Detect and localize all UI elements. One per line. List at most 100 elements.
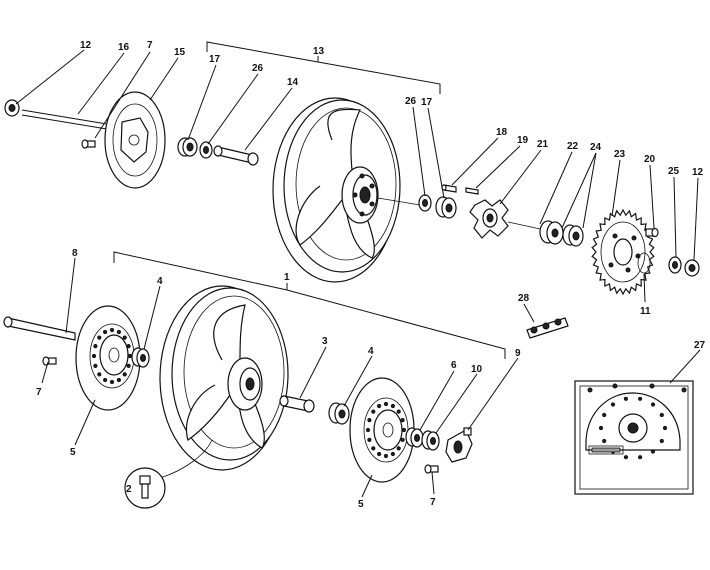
speedo-drive-9: [445, 427, 473, 463]
callout-23: 23: [614, 149, 626, 160]
callout-20: 20: [644, 154, 656, 165]
callout-10: 10: [471, 364, 483, 375]
vent-hole: [126, 363, 131, 368]
vent-hole: [650, 449, 656, 454]
callout-17-left: 17: [209, 54, 221, 65]
sprocket-icon: [591, 208, 655, 296]
callout-22: 22: [567, 141, 579, 152]
callout-9: 9: [515, 348, 521, 359]
vent-hole: [623, 396, 629, 401]
front-spacer-4-right: [328, 402, 350, 425]
callout-21: 21: [537, 139, 549, 150]
rear-bearing-17-right: [435, 196, 457, 219]
callout-7-top: 7: [147, 40, 153, 51]
callout-2: 2: [126, 484, 132, 495]
vent-hole: [116, 377, 122, 383]
cush-drive-hub: [469, 199, 546, 239]
sprocket-template-icon: [574, 380, 694, 495]
vent-hole: [401, 427, 407, 433]
vent-hole: [122, 372, 127, 377]
vent-hole: [377, 403, 382, 409]
vent-hole: [91, 353, 97, 359]
vent-hole: [93, 344, 98, 349]
rear-seal-26-right: [418, 194, 432, 212]
vent-hole: [390, 403, 395, 409]
pin-18: [441, 184, 457, 193]
rear-seal-26-left: [199, 141, 213, 159]
callout-8: 8: [72, 248, 78, 259]
disc-bolt-top: [81, 139, 96, 149]
vent-hole: [367, 437, 372, 442]
vent-hole: [109, 379, 115, 385]
front-axle: [3, 316, 76, 341]
front-wheel-icon: [159, 285, 289, 479]
bearing-6: [405, 427, 424, 448]
vent-hole: [623, 455, 629, 460]
callout-7-bottom: 7: [430, 497, 436, 508]
vent-hole: [103, 329, 108, 335]
callout-7-left: 7: [36, 387, 42, 398]
bearing-10: [421, 430, 440, 451]
callout-3: 3: [322, 336, 328, 347]
vent-hole: [638, 455, 643, 460]
vent-hole: [109, 327, 115, 333]
front-brake-disc-right-icon: [349, 377, 415, 483]
washer-25: [668, 256, 682, 274]
axle-nut-left: [4, 99, 20, 117]
callout-27: 27: [694, 340, 706, 351]
vent-hole: [126, 344, 131, 349]
vent-hole: [116, 329, 122, 335]
callout-12-right: 12: [692, 167, 704, 178]
callout-17-right: 17: [421, 97, 433, 108]
vent-hole: [650, 402, 656, 407]
rear-brake-disc-icon: [104, 91, 166, 189]
vent-hole: [659, 438, 664, 444]
rear-wheel-icon: [272, 97, 421, 283]
rear-spacer-tube: [213, 145, 259, 166]
callout-19: 19: [517, 135, 529, 146]
callout-4-left: 4: [157, 276, 163, 287]
vent-hole: [662, 425, 668, 431]
callout-11: 11: [640, 306, 651, 317]
vent-hole: [396, 446, 401, 451]
callout-14: 14: [287, 77, 299, 88]
vent-hole: [602, 438, 607, 444]
vent-hole: [97, 372, 102, 377]
vent-hole: [97, 335, 102, 340]
chain-link-icon: [526, 317, 569, 339]
callouts: 12 16 7 15 17 26 14 13 26 17 18 19 21 22…: [36, 40, 706, 510]
vent-hole: [638, 396, 643, 401]
callout-1: 1: [284, 272, 290, 283]
vent-hole: [383, 401, 389, 407]
callout-13: 13: [313, 46, 325, 57]
vent-hole: [371, 446, 376, 451]
callout-4-right: 4: [368, 346, 374, 357]
leader-lines: [15, 41, 701, 498]
front-spacer-4-left: [131, 347, 150, 368]
axle-nut-right: [684, 259, 700, 277]
vent-hole: [610, 402, 616, 407]
disc-bolt-left: [42, 356, 57, 366]
vent-hole: [390, 451, 395, 457]
callout-24: 24: [590, 142, 602, 153]
front-spacer-tube: [279, 395, 315, 413]
callout-16: 16: [118, 42, 130, 53]
bearing-24: [562, 224, 584, 247]
callout-26-left: 26: [252, 63, 264, 74]
vent-hole: [377, 451, 382, 457]
vent-hole: [602, 412, 607, 418]
bearing-22: [539, 220, 564, 245]
rear-bearing-17-left: [177, 137, 198, 157]
sprocket-bolt-20: [645, 227, 659, 238]
pin-19: [465, 187, 479, 195]
callout-18: 18: [496, 127, 508, 138]
vent-hole: [127, 353, 133, 359]
vent-hole: [103, 377, 108, 383]
callout-12-left: 12: [80, 40, 92, 51]
vent-hole: [598, 425, 604, 431]
front-brake-disc-left-icon: [75, 305, 141, 411]
callout-25: 25: [668, 166, 680, 177]
vent-hole: [93, 363, 98, 368]
